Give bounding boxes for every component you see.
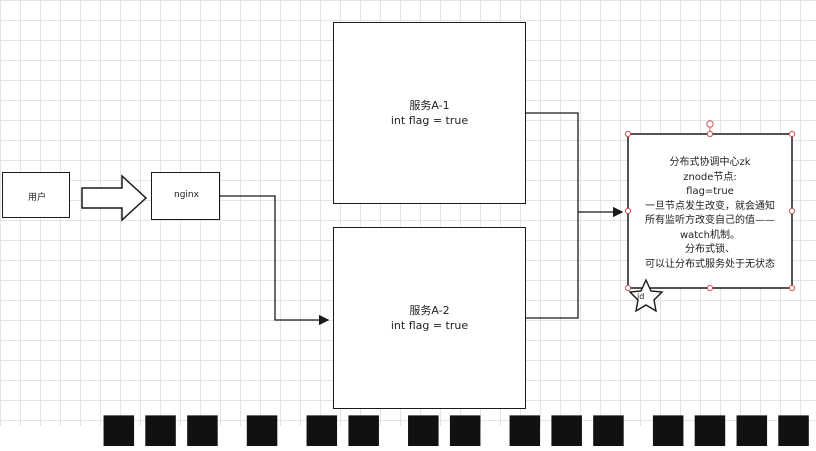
connector-layer [81, 112, 796, 326]
nginx-label: nginx [174, 190, 199, 200]
service-a1-code: int flag = true [390, 114, 469, 127]
bottom-caption: ■■■ ■ ■■ ■■ ■■■ ■■■■ [100, 405, 816, 451]
connector-nginx-to-a2 [220, 195, 330, 326]
star-label: id [637, 292, 645, 301]
zk-box[interactable] [627, 133, 793, 289]
service-a1-box[interactable]: 服务A-1 int flag = true [333, 22, 526, 204]
zk-text: 分布式协调中心zk znode节点: flag=true 一旦节点发生改变，就会… [628, 156, 792, 272]
service-a2-name: 服务A-2 [409, 304, 450, 317]
user-label: 用户 [28, 193, 47, 203]
nginx-box[interactable] [151, 172, 220, 220]
service-a2-code: int flag = true [390, 319, 469, 332]
connector-a2-to-zk [526, 212, 579, 319]
zk-line: watch机制。 [679, 229, 741, 241]
block-arrow [81, 174, 148, 222]
zk-line: 分布式锁、 [685, 244, 735, 255]
service-a1-name: 服务A-1 [409, 99, 450, 112]
zk-line: flag=true [686, 186, 734, 197]
zk-line: 一旦节点发生改变，就会通知 [645, 200, 775, 212]
zk-line: znode节点: [683, 171, 737, 183]
zk-title: 分布式协调中心zk [669, 157, 751, 168]
star-shape[interactable] [628, 278, 664, 313]
selection-handles[interactable] [624, 120, 796, 292]
zk-line: 所有监听方改变自己的值—— [645, 215, 775, 226]
user-box[interactable] [2, 172, 70, 218]
zk-line: 可以让分布式服务处于无状态 [645, 258, 775, 270]
service-a2-box[interactable]: 服务A-2 int flag = true [333, 227, 526, 409]
connector-a1-to-zk [526, 112, 624, 218]
